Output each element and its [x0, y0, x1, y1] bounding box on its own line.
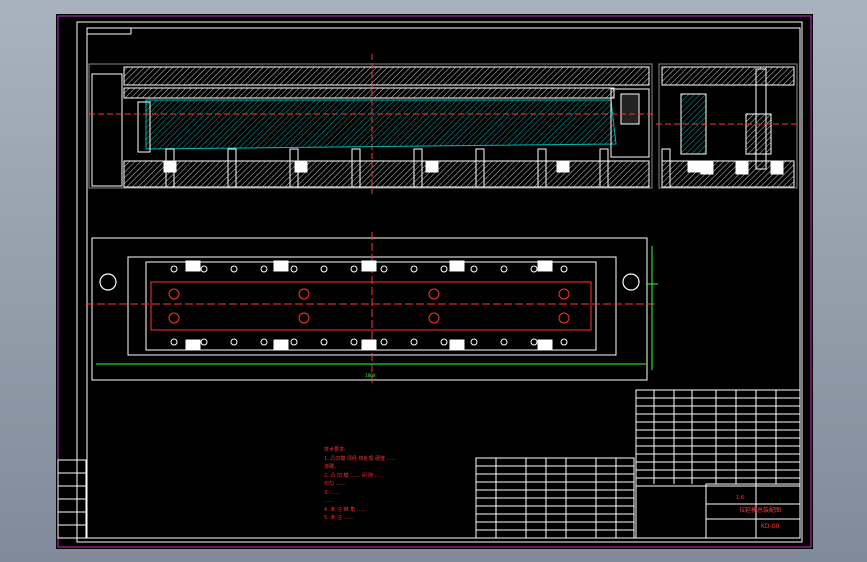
bolt: [475, 148, 485, 188]
overall-length-dimension: 1800: [365, 373, 376, 378]
lower-die-shoe: [123, 160, 650, 188]
tech-req-line: 渗碳。: [324, 464, 340, 470]
title-block: [635, 389, 801, 539]
screw-hole: [500, 265, 508, 273]
screw-hole: [260, 338, 268, 346]
bolt-head: [556, 161, 570, 173]
pilot-hole: [298, 312, 310, 324]
guide-block: [361, 260, 377, 272]
screw-hole: [530, 338, 538, 346]
assembly-drawing: [57, 15, 812, 548]
screw-hole: [290, 338, 298, 346]
screw-hole: [230, 338, 238, 346]
sheet-inner-border: [76, 21, 803, 543]
side-bolt-head: [700, 161, 714, 175]
tech-req-line: 1. 凸凹模 须经 热处理 硬度 ……: [324, 456, 397, 462]
screw-hole: [410, 265, 418, 273]
bolt-head: [163, 161, 177, 173]
tech-req-title: 技术要求:: [324, 447, 346, 453]
tech-req-line: 均匀 ……: [324, 481, 346, 487]
guide-block: [537, 260, 553, 272]
guide-block: [185, 339, 201, 351]
screw-hole: [500, 338, 508, 346]
side-bolt-head: [735, 161, 749, 175]
tech-req-line: ……: [324, 498, 334, 504]
bolt-head: [294, 161, 308, 173]
guide-block: [449, 260, 465, 272]
screw-hole: [200, 265, 208, 273]
screw-hole: [260, 265, 268, 273]
pilot-hole: [428, 288, 440, 300]
drawing-scale: 1:6: [736, 495, 745, 501]
screw-hole: [440, 338, 448, 346]
bolt-head: [425, 161, 439, 173]
side-view-outline: [658, 63, 798, 189]
cad-viewport[interactable]: 技术要求: 1. 凸凹模 须经 热处理 硬度 …… 渗碳。 2. 凸 凹 模 ……: [56, 14, 813, 549]
screw-hole: [320, 338, 328, 346]
side-bolt-head: [770, 161, 784, 175]
drawing-number: KD-00: [761, 523, 780, 530]
screw-hole: [470, 338, 478, 346]
title-main-cell: [705, 483, 801, 539]
right-block: [610, 88, 650, 158]
guide-block: [449, 339, 465, 351]
drawing-frame: [86, 27, 801, 539]
screw-hole: [290, 265, 298, 273]
guide-block: [273, 339, 289, 351]
guide-block: [361, 339, 377, 351]
draw-punch-section: [145, 99, 617, 150]
guide-block: [537, 339, 553, 351]
screw-hole: [470, 265, 478, 273]
pilot-hole: [428, 312, 440, 324]
bolt: [413, 148, 423, 188]
bolt: [599, 148, 609, 188]
pilot-hole: [298, 288, 310, 300]
pilot-hole: [558, 312, 570, 324]
pilot-hole: [168, 288, 180, 300]
die-inner: [145, 261, 597, 351]
tech-req-line: 5. 未 注 ……: [324, 515, 354, 521]
screw-hole: [350, 265, 358, 273]
guide-block: [185, 260, 201, 272]
side-top-plate: [661, 66, 795, 86]
guide-block: [273, 260, 289, 272]
screw-hole: [440, 265, 448, 273]
pilot-hole: [558, 288, 570, 300]
left-holder: [91, 73, 123, 187]
screw-hole: [320, 265, 328, 273]
screw-hole: [560, 265, 568, 273]
base-plate-outline: [91, 237, 648, 381]
tech-req-line: 2. 凸 凹 模 …… 间 隙 ……: [324, 473, 385, 479]
screw-hole: [350, 338, 358, 346]
screw-hole: [380, 265, 388, 273]
screw-hole: [410, 338, 418, 346]
drawing-title: 拉延模总装配图: [739, 507, 782, 514]
tech-req-line: 3. ……: [324, 490, 341, 496]
screw-hole: [200, 338, 208, 346]
pilot-hole: [168, 312, 180, 324]
screw-hole: [170, 265, 178, 273]
screw-hole: [170, 338, 178, 346]
lifting-hole: [622, 273, 640, 291]
side-spring: [745, 113, 772, 155]
guide-post: [137, 101, 151, 153]
bolt: [351, 148, 361, 188]
lifting-hole: [99, 273, 117, 291]
upper-die-plate: [123, 87, 615, 99]
cavity-outline: [150, 281, 592, 331]
sheet-outer-border: [57, 15, 812, 548]
tech-req-line: 4. 未 注 倒 角 ……: [324, 507, 367, 513]
screw-hole: [380, 338, 388, 346]
bolt: [227, 148, 237, 188]
screw-hole: [230, 265, 238, 273]
top-plate: [123, 66, 650, 86]
bolt: [537, 148, 547, 188]
screw-hole: [560, 338, 568, 346]
screw-hole: [530, 265, 538, 273]
section-view-outline: [88, 63, 653, 189]
right-insert: [620, 93, 640, 125]
